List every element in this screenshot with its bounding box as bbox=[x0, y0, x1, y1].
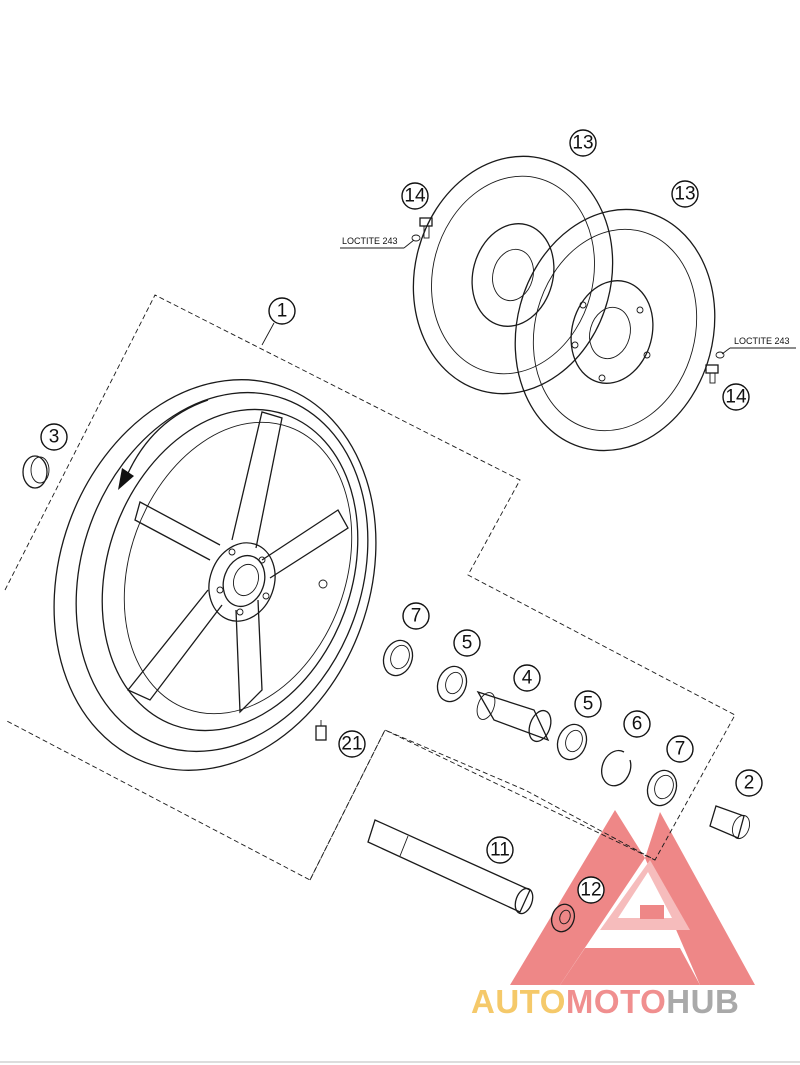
callout-1-label: 1 bbox=[277, 301, 288, 322]
callout-7a-label: 7 bbox=[411, 606, 422, 627]
valve-21 bbox=[315, 720, 327, 741]
callout-13-front: 13 bbox=[671, 180, 699, 208]
callout-1: 1 bbox=[261, 297, 296, 346]
watermark-text: AUTOMOTOHUB bbox=[471, 983, 739, 1020]
spacer-2 bbox=[709, 805, 751, 840]
callout-14-right: 14 bbox=[722, 383, 750, 411]
callout-13a-label: 13 bbox=[572, 133, 593, 154]
callout-14-left: 14 bbox=[401, 182, 429, 210]
watermark-logo: AUTOMOTOHUB bbox=[471, 810, 755, 1020]
callout-14a-label: 14 bbox=[404, 186, 426, 207]
watermark-hub: HUB bbox=[666, 983, 739, 1020]
callout-6: 6 bbox=[623, 710, 651, 738]
disc-bolt-right bbox=[705, 347, 796, 384]
distance-sleeve-4 bbox=[476, 690, 552, 743]
callout-11-label: 11 bbox=[490, 840, 510, 861]
callout-5-right: 5 bbox=[574, 690, 602, 718]
callout-3-label: 3 bbox=[49, 427, 60, 448]
callout-2: 2 bbox=[735, 769, 763, 797]
spacer-3 bbox=[22, 455, 50, 489]
disc-bolt-left bbox=[340, 217, 433, 249]
seal-7-right bbox=[646, 769, 678, 807]
seal-7-left bbox=[382, 639, 414, 677]
callout-12: 12 bbox=[577, 876, 605, 904]
callout-5a-label: 5 bbox=[462, 633, 473, 654]
callout-6-label: 6 bbox=[632, 714, 643, 735]
watermark-moto: MOTO bbox=[566, 983, 666, 1020]
bearing-5-left bbox=[436, 665, 468, 703]
circlip-6 bbox=[601, 749, 632, 787]
callout-5-left: 5 bbox=[453, 629, 481, 657]
loctite-note-right: LOCTITE 243 bbox=[734, 336, 790, 346]
loctite-note-left: LOCTITE 243 bbox=[342, 236, 398, 246]
callout-5b-label: 5 bbox=[583, 694, 594, 715]
callout-13-rear: 13 bbox=[569, 129, 597, 157]
callout-7b-label: 7 bbox=[675, 739, 686, 760]
callout-4: 4 bbox=[513, 664, 541, 692]
brake-disc-front bbox=[514, 208, 716, 452]
callout-7-right: 7 bbox=[666, 735, 694, 763]
bearing-5-right bbox=[556, 723, 588, 761]
callout-11: 11 bbox=[486, 836, 514, 864]
callout-12-label: 12 bbox=[580, 880, 601, 901]
callout-3: 3 bbox=[40, 423, 68, 451]
callout-7-left: 7 bbox=[402, 602, 430, 630]
callout-13b-label: 13 bbox=[674, 184, 695, 205]
callout-21: 21 bbox=[338, 730, 366, 758]
callout-2-label: 2 bbox=[744, 773, 755, 794]
watermark-triangle bbox=[510, 810, 755, 985]
callout-4-label: 4 bbox=[522, 668, 533, 689]
brake-disc-rear bbox=[412, 155, 614, 395]
axle-nut-12 bbox=[550, 903, 576, 933]
axle-11 bbox=[367, 819, 534, 915]
assembly-frame bbox=[4, 294, 736, 881]
callout-14b-label: 14 bbox=[725, 387, 747, 408]
callout-21-label: 21 bbox=[341, 734, 362, 755]
watermark-auto: AUTO bbox=[471, 983, 566, 1020]
front-wheel bbox=[53, 379, 377, 771]
